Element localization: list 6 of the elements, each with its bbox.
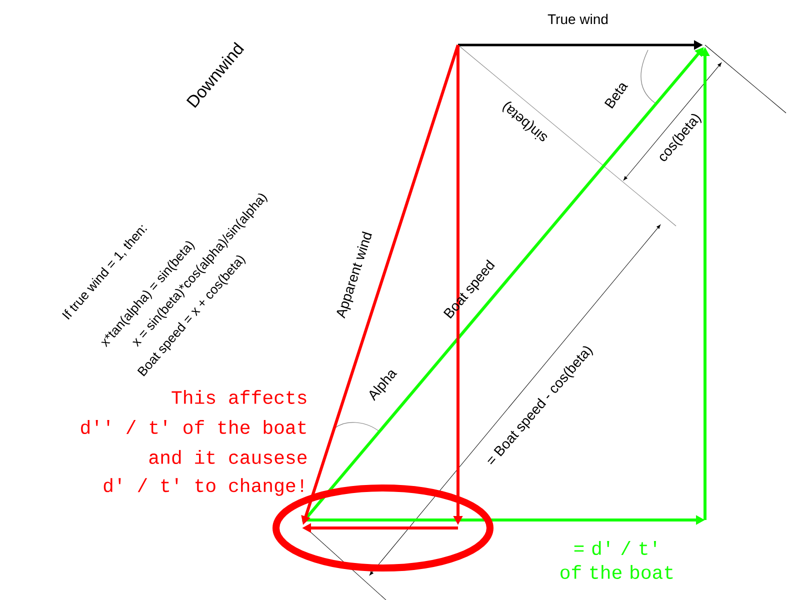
annotation-text: This affects [172,390,306,404]
annotation-text: d'' / t' of the boat [81,420,306,434]
text-label: True wind [548,14,608,24]
annotation-text: = d' / t' of the boat [560,541,673,579]
annotation-text: and it causese [149,450,307,464]
annotation-text: d' / t' to change! [104,478,303,496]
